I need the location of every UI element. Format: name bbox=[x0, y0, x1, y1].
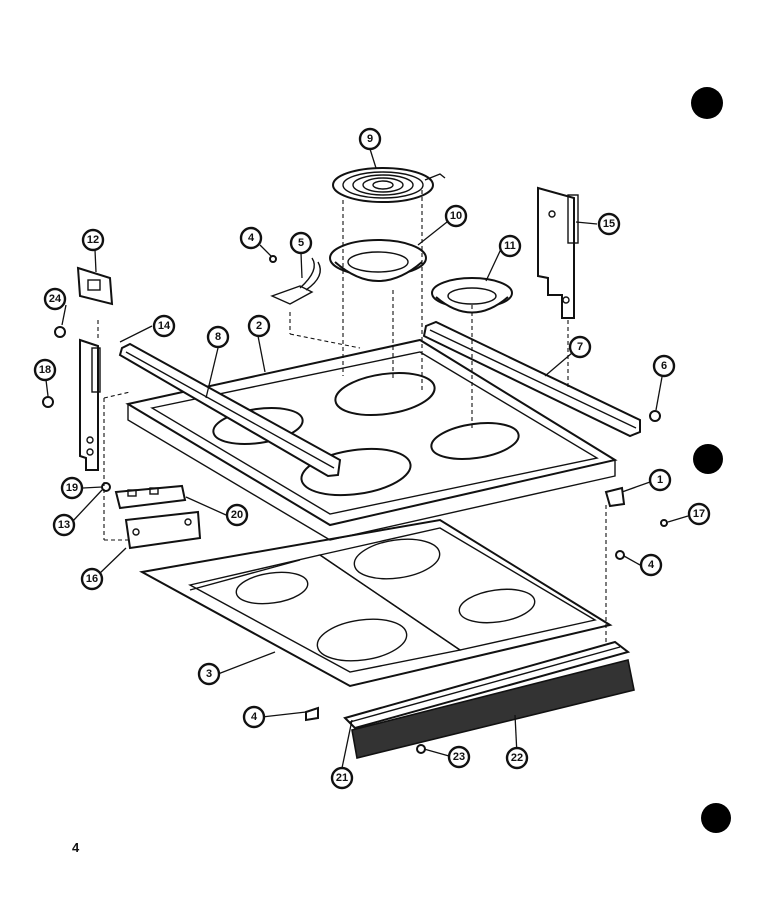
callout-20: 20 bbox=[225, 503, 249, 527]
svg-text:23: 23 bbox=[453, 751, 465, 763]
hinge-bracket-right bbox=[537, 186, 579, 319]
svg-text:18: 18 bbox=[39, 364, 51, 376]
bottom-panel bbox=[139, 518, 613, 688]
hole-punch-top bbox=[691, 87, 723, 119]
brush-strip bbox=[351, 659, 635, 759]
svg-text:3: 3 bbox=[206, 668, 212, 680]
drip-pan-large bbox=[329, 239, 427, 282]
svg-text:6: 6 bbox=[661, 360, 667, 372]
svg-text:4: 4 bbox=[251, 711, 258, 723]
svg-text:14: 14 bbox=[158, 320, 171, 332]
callout-10: 10 bbox=[444, 204, 468, 228]
svg-text:2: 2 bbox=[256, 320, 262, 332]
switch-bracket bbox=[76, 266, 114, 306]
callout-4-bottom: 4 bbox=[242, 705, 266, 729]
terminal-block bbox=[114, 484, 187, 510]
alignment-lines bbox=[97, 190, 607, 642]
callout-3: 3 bbox=[197, 662, 221, 686]
hinge-bracket-left bbox=[79, 338, 101, 471]
svg-text:17: 17 bbox=[693, 508, 705, 520]
hole-punch-middle bbox=[693, 444, 723, 474]
svg-text:15: 15 bbox=[603, 218, 615, 230]
svg-text:9: 9 bbox=[367, 133, 373, 145]
callout-17: 17 bbox=[687, 502, 711, 526]
left-trim bbox=[118, 342, 342, 478]
page-number: 4 bbox=[72, 840, 80, 855]
svg-text:4: 4 bbox=[248, 232, 255, 244]
svg-text:24: 24 bbox=[49, 293, 62, 305]
screws bbox=[42, 255, 668, 754]
callout-4-top: 4 bbox=[239, 226, 263, 250]
svg-text:11: 11 bbox=[504, 240, 516, 252]
callout-15: 15 bbox=[597, 212, 621, 236]
callout-14: 14 bbox=[152, 314, 176, 338]
callout-18: 18 bbox=[33, 358, 57, 382]
svg-text:1: 1 bbox=[657, 474, 663, 486]
svg-text:19: 19 bbox=[66, 482, 78, 494]
callout-24: 24 bbox=[43, 287, 67, 311]
callout-11: 11 bbox=[498, 234, 522, 258]
callout-23: 23 bbox=[447, 745, 471, 769]
callout-9: 9 bbox=[358, 127, 382, 151]
svg-text:4: 4 bbox=[648, 559, 655, 571]
hole-punch-bottom bbox=[701, 803, 731, 833]
callout-1: 1 bbox=[648, 468, 672, 492]
receptacle-wiring bbox=[270, 257, 321, 305]
callout-16: 16 bbox=[80, 567, 104, 591]
callout-19: 19 bbox=[60, 476, 84, 500]
callout-7: 7 bbox=[568, 335, 592, 359]
callout-12: 12 bbox=[81, 228, 105, 252]
svg-text:21: 21 bbox=[336, 772, 348, 784]
callout-4-right: 4 bbox=[639, 553, 663, 577]
svg-text:12: 12 bbox=[87, 234, 99, 246]
callout-8: 8 bbox=[206, 325, 230, 349]
cooktop-frame bbox=[125, 338, 618, 541]
callout-21: 21 bbox=[330, 766, 354, 790]
svg-text:8: 8 bbox=[215, 331, 221, 343]
svg-text:5: 5 bbox=[298, 237, 304, 249]
callout-13: 13 bbox=[52, 513, 76, 537]
svg-text:22: 22 bbox=[511, 752, 523, 764]
surface-element bbox=[332, 167, 446, 203]
drip-pan-small bbox=[431, 277, 513, 314]
right-trim bbox=[422, 320, 641, 438]
mounting-bracket bbox=[124, 510, 202, 550]
svg-text:20: 20 bbox=[231, 509, 243, 521]
svg-text:16: 16 bbox=[86, 573, 98, 585]
svg-text:13: 13 bbox=[58, 519, 70, 531]
callout-2: 2 bbox=[247, 314, 271, 338]
callout-5: 5 bbox=[289, 231, 313, 255]
hole-punches bbox=[691, 87, 731, 833]
svg-text:7: 7 bbox=[577, 341, 583, 353]
callout-22: 22 bbox=[505, 746, 529, 770]
callout-6: 6 bbox=[652, 354, 676, 378]
svg-text:10: 10 bbox=[450, 210, 462, 222]
